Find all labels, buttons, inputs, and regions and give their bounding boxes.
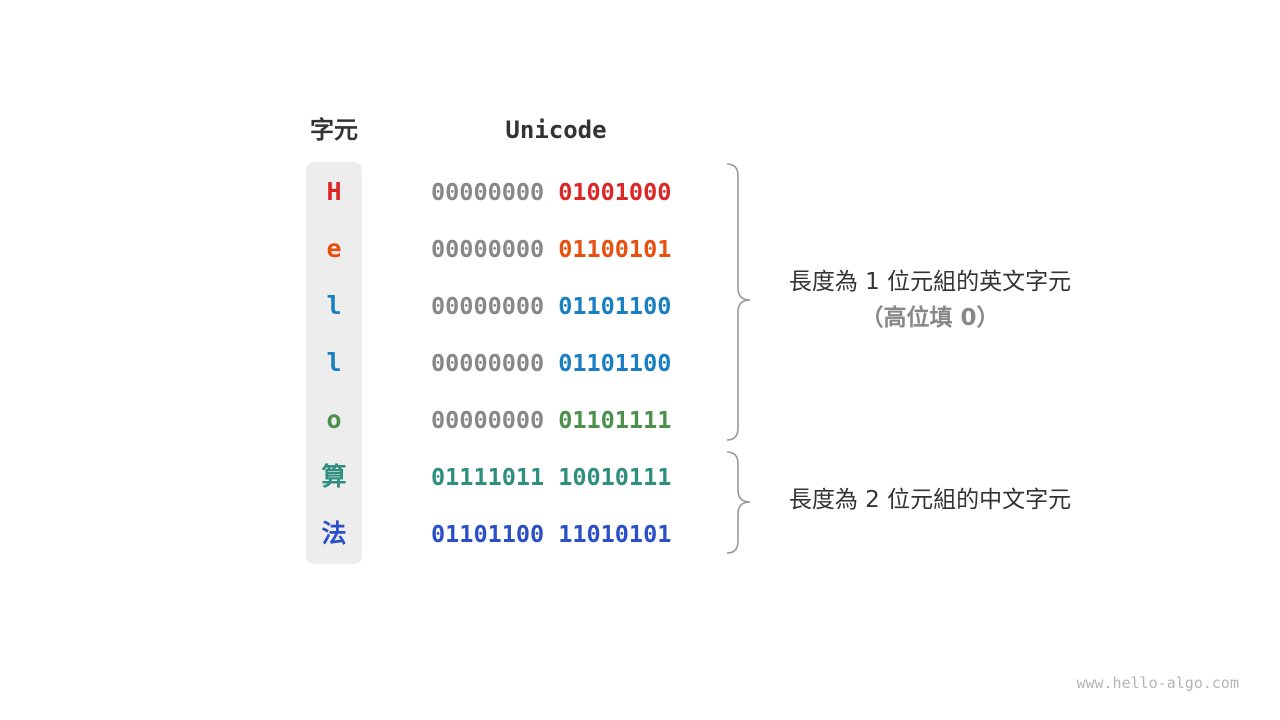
code-row: 00000000 01101100 xyxy=(431,343,671,383)
annotation-one-byte-note: （高位填 0） xyxy=(860,305,1000,331)
code-high-byte: 00000000 xyxy=(431,235,545,263)
char-cell: 算 xyxy=(321,462,347,491)
watermark: www.hello-algo.com xyxy=(1076,674,1239,692)
char-cell: H xyxy=(326,177,342,206)
header-char: 字元 xyxy=(310,116,358,144)
code-low-byte: 10010111 xyxy=(558,463,672,491)
code-row: 00000000 01101111 xyxy=(431,400,671,440)
code-row: 00000000 01001000 xyxy=(431,172,671,212)
code-row: 00000000 01100101 xyxy=(431,229,671,269)
annotation-one-byte-main: 長度為 1 位元組的英文字元 xyxy=(788,269,1072,295)
brace-two-byte xyxy=(726,451,751,554)
char-cell: l xyxy=(326,348,342,377)
code-low-byte: 01100101 xyxy=(558,235,672,263)
char-cell: l xyxy=(326,291,342,320)
code-high-byte: 00000000 xyxy=(431,292,545,320)
annotation-two-byte: 長度為 2 位元組的中文字元 xyxy=(760,482,1100,518)
code-low-byte: 01101100 xyxy=(558,292,672,320)
char-cell: o xyxy=(326,405,342,434)
code-high-byte: 01101100 xyxy=(431,520,545,548)
code-low-byte: 01101100 xyxy=(558,349,672,377)
annotation-one-byte: 長度為 1 位元組的英文字元 （高位填 0） xyxy=(760,264,1100,336)
code-row: 01101100 11010101 xyxy=(431,514,671,554)
code-low-byte: 01001000 xyxy=(558,178,672,206)
brace-one-byte xyxy=(726,163,751,441)
char-cell: 法 xyxy=(321,519,347,548)
code-high-byte: 00000000 xyxy=(431,406,545,434)
code-row: 00000000 01101100 xyxy=(431,286,671,326)
char-cell: e xyxy=(326,234,342,263)
code-high-byte: 00000000 xyxy=(431,349,545,377)
char-column-box xyxy=(306,162,362,564)
annotation-two-byte-main: 長度為 2 位元組的中文字元 xyxy=(788,487,1072,513)
code-low-byte: 01101111 xyxy=(558,406,672,434)
code-low-byte: 11010101 xyxy=(558,520,672,548)
code-high-byte: 01111011 xyxy=(431,463,545,491)
code-high-byte: 00000000 xyxy=(431,178,545,206)
code-row: 01111011 10010111 xyxy=(431,457,671,497)
header-unicode: Unicode xyxy=(505,116,607,144)
